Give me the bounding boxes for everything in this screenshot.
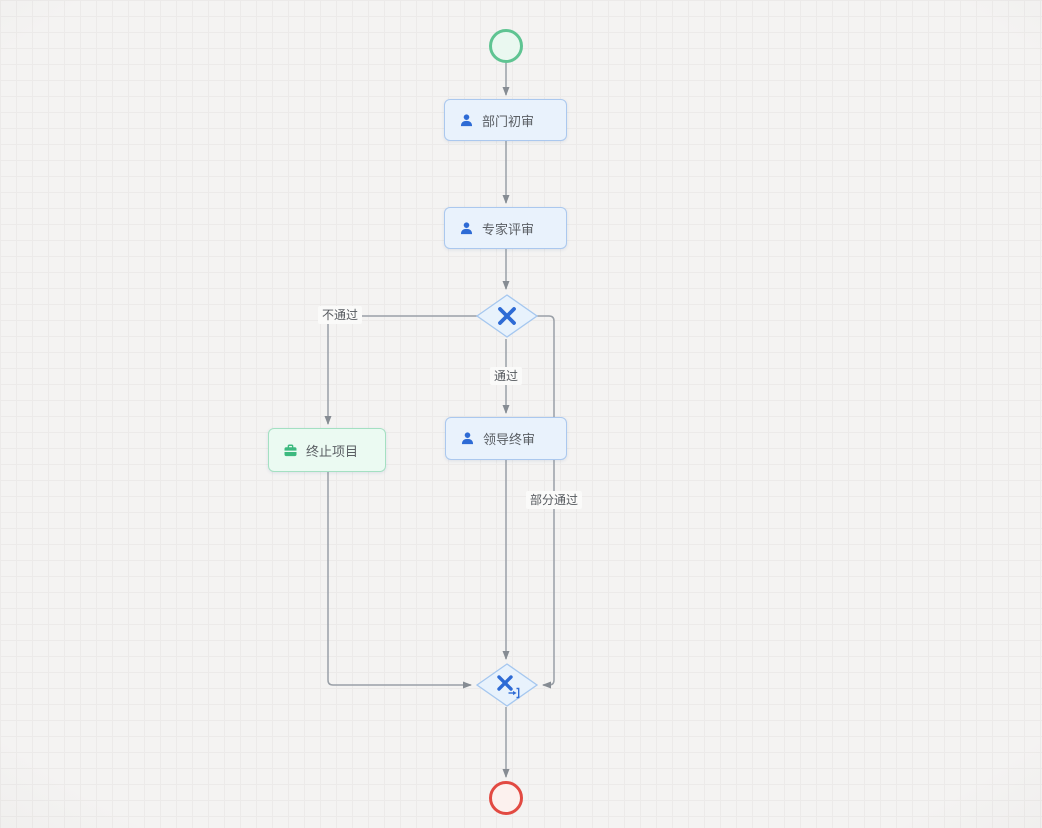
task-node-terminate-project[interactable]: 终止项目 bbox=[268, 428, 386, 472]
user-icon bbox=[459, 113, 474, 128]
task-label: 领导终审 bbox=[483, 432, 536, 447]
task-node-expert-review[interactable]: 专家评审 bbox=[444, 207, 567, 249]
edge-terminate-to-merge[interactable] bbox=[327, 472, 472, 689]
end-event-node[interactable] bbox=[489, 781, 523, 815]
edge-label-partial-pass[interactable]: 部分通过 bbox=[525, 491, 583, 509]
x-icon bbox=[498, 307, 516, 325]
merge-gateway-node[interactable] bbox=[475, 662, 539, 717]
x-merge-icon bbox=[497, 675, 520, 699]
user-icon bbox=[459, 221, 474, 236]
task-label: 部门初审 bbox=[482, 113, 535, 129]
user-icon bbox=[460, 431, 475, 446]
start-event-node[interactable] bbox=[489, 29, 523, 63]
briefcase-icon bbox=[283, 443, 298, 458]
task-node-dept-review[interactable]: 部门初审 bbox=[444, 99, 567, 141]
exclusive-gateway-node[interactable] bbox=[475, 293, 539, 348]
task-label: 终止项目 bbox=[306, 443, 359, 459]
edge-label-pass[interactable]: 通过 bbox=[489, 367, 523, 385]
edge-gateway-to-terminate[interactable] bbox=[324, 315, 477, 425]
task-node-leader-review[interactable]: 领导终审 bbox=[445, 417, 567, 460]
edge-label-reject[interactable]: 不通过 bbox=[317, 306, 363, 324]
task-label: 专家评审 bbox=[482, 221, 535, 237]
